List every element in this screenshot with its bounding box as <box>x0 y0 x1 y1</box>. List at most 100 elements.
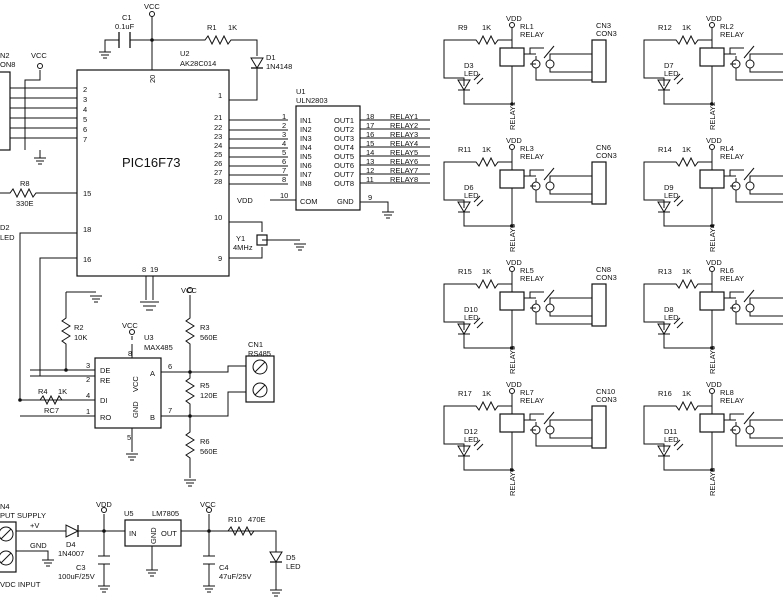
relay-vdd-label: VDD <box>506 258 522 267</box>
d2-value: LED <box>0 233 15 242</box>
contact-arm <box>743 411 755 425</box>
relay-vdd-label: VDD <box>506 380 522 389</box>
driver-out-pin-3: 16 <box>366 130 374 139</box>
contact-lines <box>535 297 592 325</box>
r2-value: 10K <box>74 333 87 342</box>
d1-value: 1N4148 <box>266 62 292 71</box>
rc7-label: RC7 <box>44 406 59 415</box>
c4-value: 47uF/25V <box>219 572 252 581</box>
driver-in-label-1: IN1 <box>300 116 312 125</box>
mcu-pin-25: 25 <box>214 150 222 159</box>
r3-value: 560E <box>200 333 218 342</box>
mcu-name: PIC16F73 <box>122 155 181 170</box>
led-icon <box>457 445 471 457</box>
regulator-body <box>124 519 182 547</box>
d4-value: 1N4007 <box>58 549 84 558</box>
crystal-value: 4MHz <box>233 243 253 252</box>
relay-net-label: RELAY6 <box>708 346 717 374</box>
relay-vdd-label: VDD <box>706 380 722 389</box>
driver-out-pin-2: 17 <box>366 121 374 130</box>
relay-led-value: LED <box>664 313 679 322</box>
led-icon <box>657 201 671 213</box>
contact-wires <box>524 169 544 187</box>
relay-coil <box>499 291 525 311</box>
cn2-value: ON8 <box>0 60 15 69</box>
power-gnd: GND <box>30 541 47 550</box>
driver-in-pin-8: 8 <box>282 175 286 184</box>
mcu-pin-24: 24 <box>214 141 222 150</box>
cn1-ref: CN1 <box>248 340 263 349</box>
driver-in-pin-5: 5 <box>282 148 286 157</box>
c1-value: 0.1uF <box>115 22 135 31</box>
labels: C1 0.1uF VCC R1 1K D1 1N4148 U2 AK28C014… <box>0 2 418 589</box>
led-feed <box>443 66 465 86</box>
relay-vdd-label: VDD <box>706 136 722 145</box>
contact-nc <box>745 303 755 313</box>
led-rays <box>673 195 684 207</box>
contact-arm <box>743 45 755 59</box>
relay-connector-body <box>591 283 607 327</box>
driver-out-pin-6: 13 <box>366 157 374 166</box>
driver-relay-net-5: RELAY5 <box>390 148 418 157</box>
relay-coil <box>699 291 725 311</box>
driver-vdd: VDD <box>237 196 253 205</box>
contact-wires <box>724 291 744 309</box>
driver-relay-net-4: RELAY4 <box>390 139 418 148</box>
contact-lines <box>535 419 592 447</box>
led-icon <box>457 201 471 213</box>
r8-ref: R8 <box>20 179 30 188</box>
resistor-wire <box>643 150 713 188</box>
relay-resistor-value: 1K <box>482 389 491 398</box>
connector-stubs <box>772 297 782 325</box>
mcu-pin-19: 19 <box>150 265 158 274</box>
driver-out-label-3: OUT3 <box>334 134 354 143</box>
driver-out-pin-1: 18 <box>366 112 374 121</box>
relay-resistor-value: 1K <box>482 267 491 276</box>
relay-net-label: RELAY4 <box>708 224 717 252</box>
led-rays <box>473 195 484 207</box>
contact-arm <box>543 45 555 59</box>
contact-nc <box>545 59 555 69</box>
cn2-ref: N2 <box>0 51 10 60</box>
vdd-terminal <box>709 22 715 28</box>
relay-value: RELAY <box>720 30 744 39</box>
relay-connector-ref: CN10 <box>596 387 615 396</box>
rs485-b: B <box>150 413 155 422</box>
r6-ref: R6 <box>200 437 210 446</box>
mcu-pin-10: 10 <box>214 213 222 222</box>
driver-in-pin-4: 4 <box>282 139 286 148</box>
r4-ref: R4 <box>38 387 48 396</box>
driver-out-label-7: OUT7 <box>334 170 354 179</box>
u5-value: LM7805 <box>152 509 179 518</box>
cn4-ref: N4 <box>0 502 10 511</box>
power-vcc: VCC <box>200 500 216 509</box>
contact-wires <box>524 47 544 65</box>
driver-ref: U1 <box>296 87 306 96</box>
led-return <box>458 333 512 349</box>
relay-value: RELAY <box>720 396 744 405</box>
led-return <box>658 211 712 227</box>
led-icon <box>457 323 471 335</box>
contact-arm <box>543 289 555 303</box>
relay-resistor-ref: R16 <box>658 389 672 398</box>
mcu-pin-21: 21 <box>214 113 222 122</box>
relay-led-value: LED <box>464 313 479 322</box>
mcu-pin-23: 23 <box>214 132 222 141</box>
led-return <box>458 455 512 471</box>
relay-value: RELAY <box>720 274 744 283</box>
led-rays <box>473 317 484 329</box>
vdd-terminal <box>709 266 715 272</box>
mcu-pin-27: 27 <box>214 168 222 177</box>
mcu-pin-3: 3 <box>83 95 87 104</box>
resistor-wire <box>443 28 513 66</box>
contact-nc <box>545 181 555 191</box>
d5-value: LED <box>286 562 301 571</box>
relay-ref: RL6 <box>720 266 734 275</box>
vdd-terminal <box>709 388 715 394</box>
led-feed <box>643 310 665 330</box>
relay-resistor-ref: R11 <box>458 145 471 154</box>
relay-connector-body <box>591 161 607 205</box>
r4-value: 1K <box>58 387 67 396</box>
